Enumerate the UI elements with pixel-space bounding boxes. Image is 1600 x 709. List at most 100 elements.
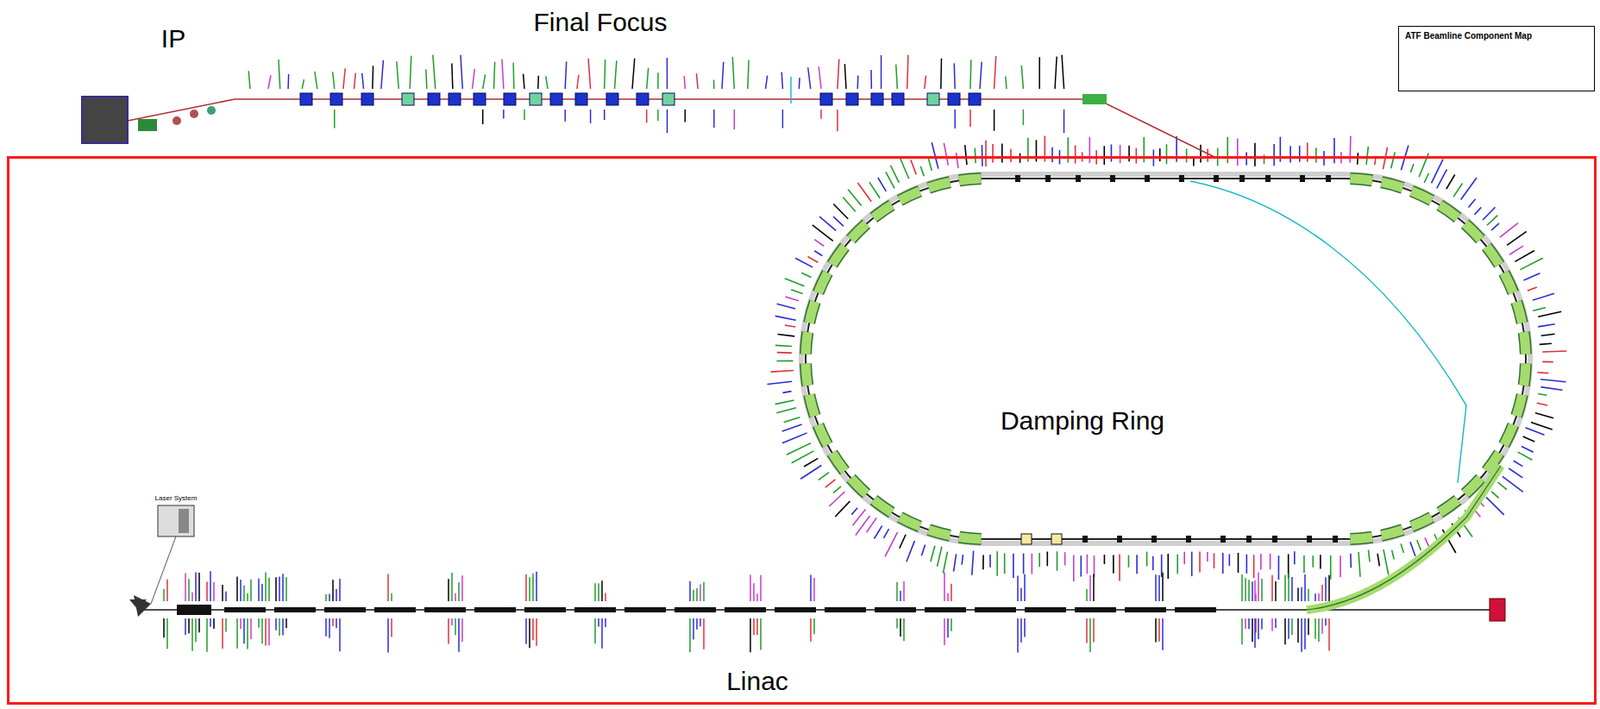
quadrupole [448, 93, 461, 106]
bend-magnet [1349, 537, 1372, 540]
component-tag [275, 577, 277, 602]
laser-beam [150, 536, 176, 604]
component-tag [213, 582, 215, 602]
component-tag [1176, 554, 1179, 575]
component-tag [191, 618, 194, 652]
component-tag [1213, 552, 1216, 569]
bend-magnet [1524, 363, 1526, 385]
component-tag [564, 61, 566, 89]
component-tag [209, 618, 212, 628]
component-tag [632, 58, 635, 89]
bend-magnet-outline [818, 425, 829, 446]
component-tag [808, 67, 811, 89]
ring-element [1239, 175, 1245, 182]
component-tag [747, 60, 749, 89]
component-tag [1128, 145, 1130, 163]
bend-magnet [850, 477, 866, 494]
component-tag [814, 239, 824, 247]
accelerating-structure [1024, 607, 1067, 613]
component-tag [1257, 618, 1260, 640]
component-tag [236, 618, 239, 649]
bend-magnet-outline [809, 301, 816, 324]
component-tag [246, 618, 249, 650]
laser-unit [178, 508, 189, 534]
component-tag [257, 578, 260, 602]
component-tag [1183, 552, 1186, 565]
component-tag [333, 109, 336, 128]
component-tag [191, 592, 194, 602]
component-tag [953, 109, 956, 129]
component-tag [1314, 593, 1317, 602]
component-tag [589, 109, 592, 124]
component-tag [1468, 199, 1476, 208]
bend-magnet-outline [959, 537, 981, 540]
ring-element [1110, 175, 1116, 182]
component-tag [1085, 589, 1088, 602]
component-tag [1315, 147, 1318, 163]
component-tag [1261, 578, 1263, 602]
component-tag [225, 591, 227, 602]
bend-magnet-outline [1349, 537, 1372, 540]
component-tag [1392, 550, 1395, 560]
bend-magnet [1439, 205, 1458, 219]
component-tag [1031, 553, 1034, 575]
component-tag [1537, 311, 1562, 317]
component-tag [1063, 109, 1066, 133]
bend-magnet [928, 181, 951, 189]
component-tag [713, 80, 716, 89]
component-tag [1417, 539, 1422, 551]
component-tag [982, 555, 985, 571]
component-tag [1119, 144, 1122, 164]
component-tag [776, 360, 793, 363]
bend-magnet [1411, 517, 1432, 528]
component-tag [955, 152, 959, 169]
component-tag [1199, 144, 1202, 164]
component-tag [332, 618, 334, 627]
component-tag [689, 581, 691, 602]
component-tag [940, 58, 942, 89]
component-tag [1284, 618, 1287, 645]
component-tag [301, 79, 304, 89]
component-tag [532, 573, 534, 602]
component-tag [1491, 491, 1499, 499]
component-tag [614, 60, 616, 89]
component-tag [482, 109, 484, 125]
component-tag [1306, 142, 1309, 162]
component-tag [928, 158, 932, 171]
quadrupole [330, 93, 343, 106]
component-tag [501, 59, 504, 89]
component-tag [878, 177, 886, 192]
component-tag [1251, 618, 1254, 642]
component-tag [833, 203, 848, 219]
accelerating-structure [474, 607, 516, 613]
part-label: Laser System [155, 495, 198, 502]
component-tag [1287, 572, 1290, 602]
component-tag [1453, 182, 1463, 197]
component-tag [1072, 554, 1075, 582]
component-tag [1297, 618, 1299, 643]
component-tag [813, 618, 816, 634]
section-label: Linac [726, 668, 789, 695]
bend-magnet [818, 425, 829, 446]
component-tag [873, 526, 882, 540]
bend-magnet [959, 178, 981, 181]
component-tag [1274, 618, 1277, 628]
bend-magnet-outline [850, 223, 866, 239]
bend-magnet-outline [805, 332, 808, 354]
component-tag [903, 581, 905, 602]
bend-magnet-outline [832, 246, 846, 265]
quadrupole [636, 93, 649, 106]
component-tag [884, 532, 898, 557]
bend-magnet [1504, 272, 1514, 293]
component-tag [1038, 56, 1041, 89]
component-tag [1016, 618, 1019, 653]
bend-magnet [873, 205, 892, 219]
component-tag [535, 618, 538, 647]
component-tag [564, 109, 566, 122]
component-tag [198, 572, 201, 602]
component-tag [790, 289, 803, 295]
accelerating-structure [574, 607, 616, 613]
component-tag [950, 618, 953, 632]
component-tag [282, 618, 284, 636]
component-tag [1154, 618, 1157, 642]
